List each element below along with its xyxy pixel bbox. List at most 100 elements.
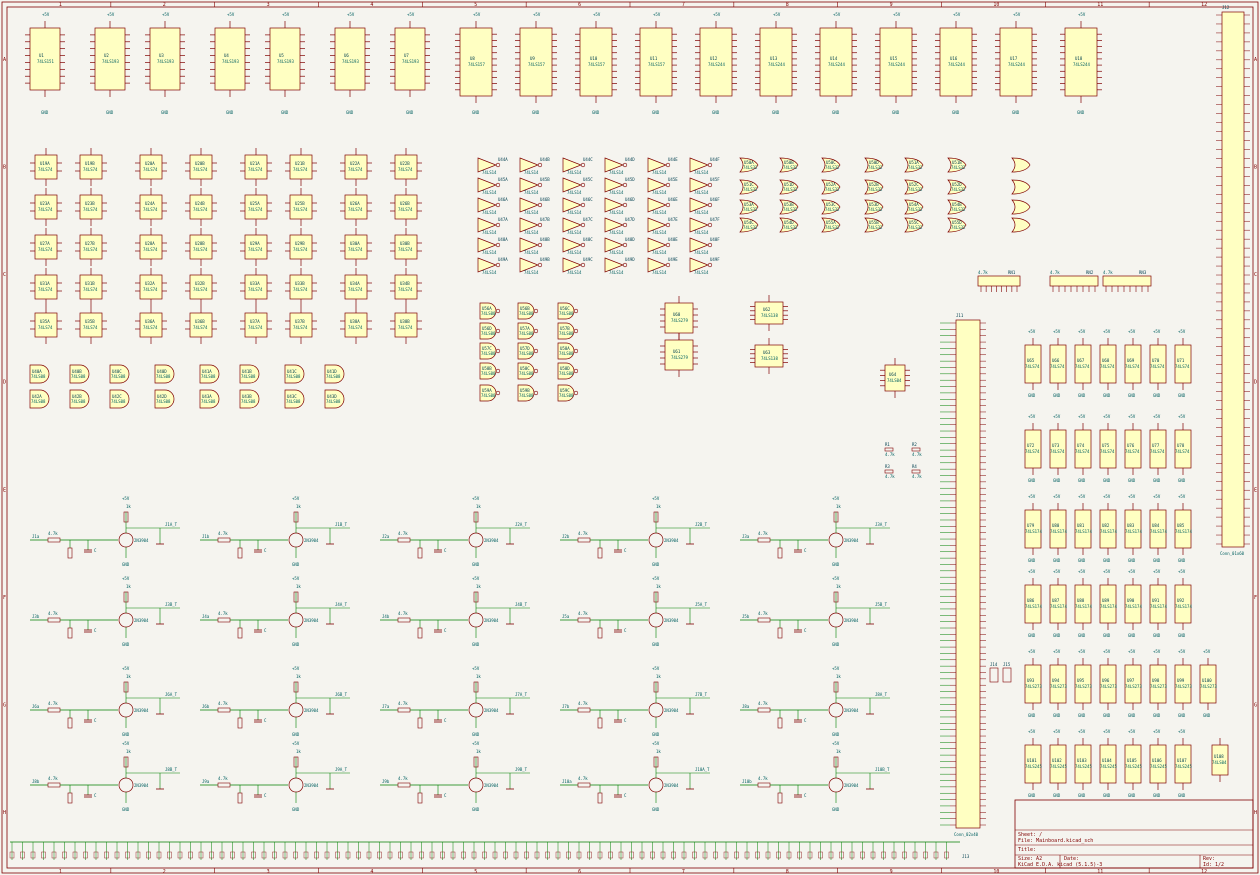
inverter-ref: U45A — [498, 177, 508, 182]
inverter-body — [477, 177, 497, 193]
bus-pin — [555, 851, 561, 859]
bus-pin — [513, 851, 519, 859]
ic-ref: U63 — [763, 350, 771, 355]
ic-part: 74LS74 — [193, 325, 208, 330]
vcc-label: +5V — [1053, 494, 1061, 499]
frame-col-mark: 10 — [993, 2, 999, 8]
frame-row-mark: D — [1254, 380, 1257, 386]
inverter-part: 74LS14 — [694, 170, 709, 175]
collector-resistor — [833, 591, 839, 603]
cap-label: C — [804, 548, 807, 553]
frame-col-mark: 5 — [474, 2, 477, 8]
ic-part: 74LS74 — [1125, 449, 1140, 454]
frame-col-mark: 4 — [370, 2, 373, 8]
ic-ref: U33B — [295, 281, 305, 286]
inverter-body — [647, 197, 667, 213]
supply-label: +5V — [122, 741, 130, 746]
nand-gate-part: 74LS00 — [481, 351, 496, 356]
and-gate-body — [69, 389, 90, 409]
gate-ref: U43C — [287, 394, 297, 399]
cap-label: C — [264, 628, 267, 633]
or-gate-part: 74LS32 — [868, 187, 883, 192]
ic-part: 74LS74 — [1025, 364, 1040, 369]
ic-body — [879, 27, 913, 97]
vcc-label: +5V — [1028, 494, 1036, 499]
base-resistor — [577, 617, 591, 623]
ic-part: 74LS279 — [671, 318, 688, 323]
ic-part: 74LS193 — [222, 59, 239, 64]
vcc-label: +5V — [833, 12, 841, 17]
gnd-label: GND — [1153, 793, 1161, 798]
ic-part: 74LS174 — [1100, 604, 1117, 609]
base-resistor — [577, 537, 591, 543]
input-label: J1a — [32, 534, 40, 539]
inverter-ref: U48D — [625, 237, 635, 242]
inverter-part: 74LS14 — [482, 270, 497, 275]
transistor-part: 2N3904 — [664, 783, 679, 788]
inverter-ref: U47D — [625, 217, 635, 222]
inverter-body — [477, 217, 497, 233]
inverter-part: 74LS14 — [609, 210, 624, 215]
resistor-ref: R2 — [912, 442, 917, 447]
vcc-label: +5V — [42, 12, 50, 17]
nand-bubble — [533, 390, 539, 396]
vcc-label: +5V — [773, 12, 781, 17]
bus-pin — [566, 851, 571, 859]
input-label: J9b — [382, 779, 390, 784]
or-gate-body — [779, 179, 799, 195]
inverter-body — [477, 157, 497, 173]
ic-ref: U100 — [1202, 678, 1212, 683]
nand-gate-ref: U56D — [482, 326, 492, 331]
nand-gate-body — [557, 322, 575, 340]
resistor-value: 4.7k — [885, 474, 895, 479]
inverter-body — [477, 237, 497, 253]
inverter-ref: U44D — [625, 157, 635, 162]
resistor-ref: R4 — [912, 464, 917, 469]
base-res-value: 4.7k — [398, 611, 408, 616]
or-gate-part: 74LS32 — [951, 207, 966, 212]
inverter-body — [647, 157, 667, 173]
bus-pin — [713, 851, 718, 859]
vcc-label: +5V — [893, 12, 901, 17]
ic-part: 74LS74 — [143, 247, 158, 252]
collector-resistor — [123, 591, 129, 603]
or-gate-body — [739, 179, 759, 195]
or-gate-part: 74LS32 — [951, 225, 966, 230]
collector-resistor — [833, 756, 839, 768]
small-connector-ref: J15 — [1003, 662, 1011, 667]
collector-res-value: 1k — [836, 504, 841, 509]
ic-part: 74LS174 — [1150, 529, 1167, 534]
ic-part: 74LS74 — [1075, 449, 1090, 454]
inverter-ref: U44A — [498, 157, 508, 162]
inverter-array: U44A74LS14U44B74LS14U44C74LS14U44D74LS14… — [477, 157, 720, 275]
vcc-label: +5V — [1153, 649, 1161, 654]
inverter-part: 74LS14 — [567, 210, 582, 215]
inverter-part: 74LS14 — [567, 230, 582, 235]
input-label: J7b — [562, 704, 570, 709]
ic-ref: U19A — [40, 161, 50, 166]
nand-gate-body — [557, 342, 575, 360]
gate-ref: U43D — [327, 394, 337, 399]
or-gate-body — [904, 217, 924, 233]
vcc-label: +5V — [1078, 729, 1086, 734]
